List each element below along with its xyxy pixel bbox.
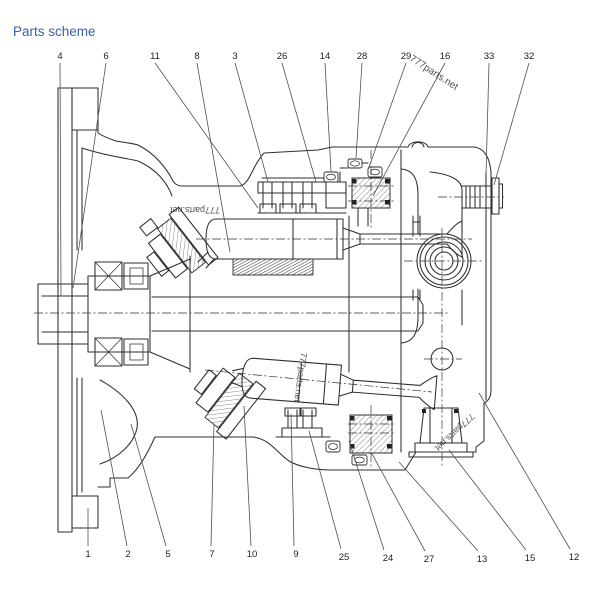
svg-text:14: 14	[320, 51, 331, 62]
svg-text:24: 24	[383, 553, 394, 564]
svg-text:12: 12	[569, 552, 580, 563]
callout-14: 14	[320, 51, 332, 172]
svg-text:9: 9	[293, 549, 298, 560]
svg-text:28: 28	[357, 51, 368, 62]
shaft-seal-bearings	[94, 261, 149, 367]
taper-bearing-upper	[139, 206, 219, 279]
svg-text:13: 13	[477, 554, 488, 565]
callout-25: 25	[308, 430, 350, 563]
callout-16: 16	[372, 51, 451, 197]
page-title: Parts scheme	[13, 24, 96, 39]
svg-text:32: 32	[524, 51, 535, 62]
callout-27: 27	[370, 451, 435, 565]
callout-2: 2	[100, 409, 131, 560]
callouts-bottom: 1 2 5 7 10 9 25 24 27 13 15 12	[85, 392, 580, 565]
svg-text:3: 3	[232, 51, 237, 62]
callout-4: 4	[57, 51, 63, 297]
watermark-center: 777parts.net	[292, 352, 309, 403]
svg-text:11: 11	[150, 51, 160, 62]
callout-12: 12	[478, 392, 580, 563]
callout-10: 10	[243, 405, 258, 560]
svg-text:26: 26	[277, 51, 288, 62]
lower-piston	[231, 357, 438, 411]
svg-text:27: 27	[424, 554, 435, 565]
side-fitting	[461, 177, 504, 215]
callout-9: 9	[290, 413, 299, 560]
callout-8: 8	[194, 51, 231, 253]
callout-11: 11	[150, 51, 259, 209]
callout-32: 32	[493, 51, 535, 186]
svg-text:10: 10	[247, 549, 258, 560]
watermarks: 777parts.net 777parts.net 777parts.net 7…	[169, 53, 476, 453]
valve-block-bottom	[325, 414, 393, 466]
bottom-plug	[408, 407, 474, 458]
callouts-top: 4 6 11 8 3 26 14 28 29 16 33 32	[57, 51, 535, 297]
svg-text:5: 5	[165, 549, 170, 560]
callout-7: 7	[209, 423, 215, 560]
shaft-spline-hatch	[232, 258, 314, 276]
callout-6: 6	[72, 51, 109, 289]
svg-text:29: 29	[401, 51, 412, 62]
callout-33: 33	[484, 51, 495, 176]
callout-28: 28	[355, 51, 368, 159]
svg-text:7: 7	[209, 549, 214, 560]
centerlines	[34, 150, 504, 468]
drive-shaft	[37, 215, 424, 373]
callout-1: 1	[85, 508, 91, 560]
callout-15: 15	[448, 449, 536, 564]
svg-text:4: 4	[57, 51, 62, 62]
pin-guide-block-top	[257, 181, 347, 214]
watermark-top: 777parts.net	[407, 53, 460, 93]
callout-26: 26	[277, 51, 317, 183]
svg-text:33: 33	[484, 51, 495, 62]
svg-text:1: 1	[85, 549, 90, 560]
pin-guide-block-bottom	[275, 407, 331, 438]
svg-text:6: 6	[103, 51, 108, 62]
callout-13: 13	[398, 461, 488, 565]
callout-24: 24	[348, 440, 394, 564]
taper-bearing-lower	[193, 367, 267, 440]
svg-text:16: 16	[440, 51, 451, 62]
svg-text:25: 25	[339, 552, 350, 563]
callout-3: 3	[232, 51, 269, 183]
mounting-flange	[57, 87, 173, 533]
svg-text:15: 15	[525, 553, 536, 564]
callout-29: 29	[367, 51, 412, 171]
end-cap	[400, 168, 472, 371]
housing-body	[97, 129, 492, 488]
watermark-bottom-right: 777parts.net	[433, 412, 477, 454]
svg-text:8: 8	[194, 51, 199, 62]
svg-text:2: 2	[125, 549, 130, 560]
callout-5: 5	[130, 423, 171, 560]
watermark-left: 777parts.net	[169, 205, 220, 215]
